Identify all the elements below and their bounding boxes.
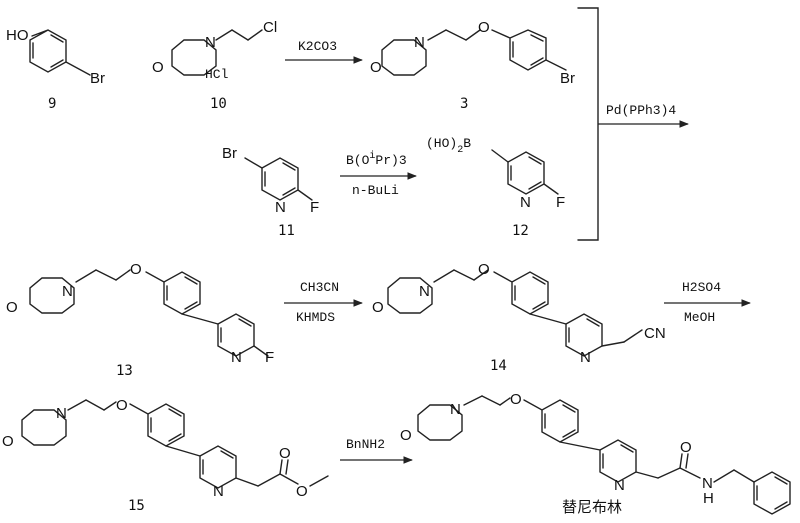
pyridine-nitrogen-label: N [520, 194, 531, 211]
fluorine-label: F [265, 349, 274, 366]
compound-number-13: 13 [116, 363, 133, 379]
reaction-bracket [577, 7, 599, 241]
morpholine-nitrogen-label: N [419, 283, 430, 300]
nitrile-label: CN [644, 325, 666, 342]
ether-oxygen-label: O [130, 261, 142, 278]
carbonyl-oxygen-label: O [680, 439, 692, 456]
morpholine-nitrogen-label: N [205, 34, 216, 51]
compound-11-structure: Br N F [222, 145, 319, 216]
fluorine-label: F [556, 194, 565, 211]
morpholine-nitrogen-label: N [414, 34, 425, 51]
bromine-label: Br [222, 145, 237, 162]
bromine-label: Br [90, 70, 105, 87]
compound-number-12: 12 [512, 223, 529, 239]
reagent-benzylamine: BnNH2 [346, 437, 385, 452]
pyridine-nitrogen-label: N [231, 349, 242, 366]
compound-number-15: 15 [128, 498, 145, 514]
compound-15-structure: N O O N O O [2, 397, 329, 500]
compound-12-structure: (HO)2B N F [426, 136, 565, 211]
reagent-acetonitrile: CH3CN [300, 280, 339, 295]
reagent-borate: B(OiPr)3 [346, 150, 407, 168]
compound-9-structure: HO Br [6, 27, 105, 87]
reagent-sulfuric-acid: H2SO4 [682, 280, 721, 295]
morpholine-nitrogen-label: N [450, 401, 461, 418]
compound-number-9: 9 [48, 96, 56, 112]
morpholine-oxygen-label: O [370, 59, 382, 76]
compound-number-11: 11 [278, 223, 295, 239]
reagent-k2co3: K2CO3 [298, 39, 337, 54]
product-name: 替尼布林 [562, 498, 622, 516]
hcl-label: HCl [205, 67, 229, 82]
pyridine-nitrogen-label: N [580, 349, 591, 366]
fluorine-label: F [310, 199, 319, 216]
ether-oxygen-label: O [478, 19, 490, 36]
product-structure: N O O N O N H [400, 391, 791, 515]
compound-14-structure: N O O N CN [372, 261, 666, 366]
reagent-methanol: MeOH [684, 310, 715, 325]
morpholine-oxygen-label: O [152, 59, 164, 76]
ether-oxygen-label: O [116, 397, 128, 414]
morpholine-nitrogen-label: N [56, 405, 67, 422]
pyridine-nitrogen-label: N [614, 477, 625, 494]
ether-oxygen-label: O [478, 261, 490, 278]
amide-nitrogen-label: N [702, 475, 713, 492]
compound-number-10: 10 [210, 96, 227, 112]
reagent-khmds: KHMDS [296, 310, 335, 325]
ester-oxygen-label: O [296, 483, 308, 500]
boronic-acid-label: (HO)2B [426, 136, 471, 156]
chlorine-label: Cl [263, 19, 277, 36]
morpholine-oxygen-label: O [400, 427, 412, 444]
morpholine-oxygen-label: O [372, 299, 384, 316]
morpholine-nitrogen-label: N [62, 283, 73, 300]
hydroxyl-label: HO [6, 27, 29, 44]
compound-10-structure: N O Cl HCl [152, 19, 277, 82]
ether-oxygen-label: O [510, 391, 522, 408]
pyridine-nitrogen-label: N [213, 483, 224, 500]
compound-number-3: 3 [460, 96, 468, 112]
carbonyl-oxygen-label: O [279, 445, 291, 462]
pyridine-nitrogen-label: N [275, 199, 286, 216]
morpholine-oxygen-label: O [6, 299, 18, 316]
reagent-nbuli: n-BuLi [352, 183, 399, 198]
amide-hydrogen-label: H [703, 490, 714, 507]
compound-number-14: 14 [490, 358, 507, 374]
morpholine-oxygen-label: O [2, 433, 14, 450]
compound-3-structure: N O O Br [370, 19, 575, 87]
reagent-pd-catalyst: Pd(PPh3)4 [606, 103, 676, 118]
compound-13-structure: N O O N F [6, 261, 274, 366]
bromine-label: Br [560, 70, 575, 87]
